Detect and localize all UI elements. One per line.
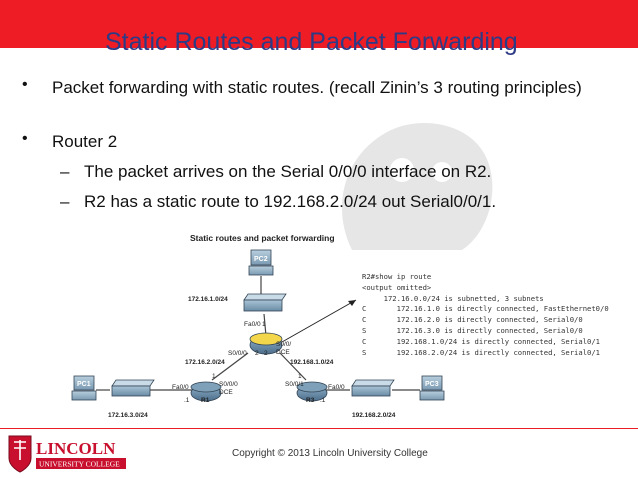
r2-s000-label: S0/0/0 (228, 350, 247, 357)
r1-label: R1 (201, 397, 210, 404)
r2-dce-label: DCE (276, 349, 290, 356)
pc2-icon (248, 249, 274, 276)
copyright-text: Copyright © 2013 Lincoln University Coll… (232, 448, 428, 459)
pc2-label: PC2 (254, 256, 268, 263)
network-label-top: 172.16.1.0/24 (188, 296, 228, 303)
pc3-icon (419, 375, 445, 401)
right-switch-icon (351, 379, 395, 397)
r3-serial-addr: 1 (298, 373, 302, 380)
r1-fa-label: Fa0/0 (172, 384, 189, 391)
r1-serial-label: S0/0/0 (219, 381, 238, 388)
console-line: S 172.16.3.0 is directly connected, Seri… (362, 325, 583, 335)
console-line: 172.16.0.0/24 is subnetted, 3 subnets (362, 293, 544, 303)
top-switch-icon (243, 293, 287, 312)
callout-arrow (281, 299, 357, 343)
background-watermark (342, 123, 493, 250)
sub-bullet-item: The packet arrives on the Serial 0/0/0 i… (84, 162, 492, 181)
console-line: C 172.16.1.0 is directly connected, Fast… (362, 304, 609, 314)
sub-bullet-item: R2 has a static route to 192.168.2.0/24 … (84, 192, 497, 211)
bullet-item: Router 2 (52, 132, 118, 151)
network-label-right-link: 192.168.1.0/24 (290, 359, 334, 366)
r3-label: R3 (306, 397, 315, 404)
bullet-marker: • (22, 76, 28, 93)
r1-lan-addr: .1 (184, 397, 190, 404)
sub-bullet-marker: – (60, 162, 70, 181)
console-line: R2#show ip route (362, 272, 432, 281)
sub-bullet-marker: – (60, 192, 70, 211)
pc1-label: PC1 (77, 381, 91, 388)
callout-arrowhead (348, 300, 356, 306)
r2-addr-left: 2 (255, 350, 259, 357)
console-line: C 172.16.2.0 is directly connected, Seri… (362, 315, 583, 325)
r3-fa-label: Fa0/0 (328, 384, 345, 391)
title-bar (0, 0, 638, 48)
network-label-left-lan: 172.16.3.0/24 (108, 412, 148, 419)
bullet-marker: • (22, 130, 28, 147)
console-line: S 192.168.2.0/24 is directly connected, … (362, 347, 600, 357)
console-line: <output omitted> (362, 282, 432, 292)
pc1-icon (71, 375, 97, 401)
r2-s001-label: S0/0/ (276, 341, 291, 348)
r2-fa-label: Fa0/0 (244, 321, 261, 328)
left-switch-icon (111, 379, 155, 397)
network-label-left-link: 172.16.2.0/24 (185, 359, 225, 366)
r1-dce-label: DCE (219, 389, 233, 396)
slide-title: Static Routes and Packet Forwarding (105, 28, 518, 56)
r2-router-icon (249, 332, 283, 355)
bullet-item: Packet forwarding with static routes. (r… (52, 78, 582, 97)
r3-serial-label: S0/0/1 (285, 381, 304, 388)
r1-serial-addr: 1 (212, 373, 216, 380)
logo-name: LINCOLN (36, 439, 116, 458)
footer-divider (0, 428, 638, 429)
r3-lan-addr: .1 (320, 397, 326, 404)
r2-addr-right: 2 (264, 350, 268, 357)
route-table-output: R2#show ip route<output omitted> 172.16.… (362, 272, 609, 358)
r1-router-icon (190, 381, 222, 402)
r2-fa-addr: 1 (262, 321, 266, 328)
console-line: C 192.168.1.0/24 is directly connected, … (362, 336, 600, 346)
logo-subtitle: UNIVERSITY COLLEGE (39, 460, 120, 469)
r3-router-icon (296, 381, 328, 402)
lincoln-university-college-logo: LINCOLN UNIVERSITY COLLEGE (8, 435, 126, 473)
pc3-label: PC3 (425, 381, 439, 388)
network-label-right-lan: 192.168.2.0/24 (352, 412, 396, 419)
